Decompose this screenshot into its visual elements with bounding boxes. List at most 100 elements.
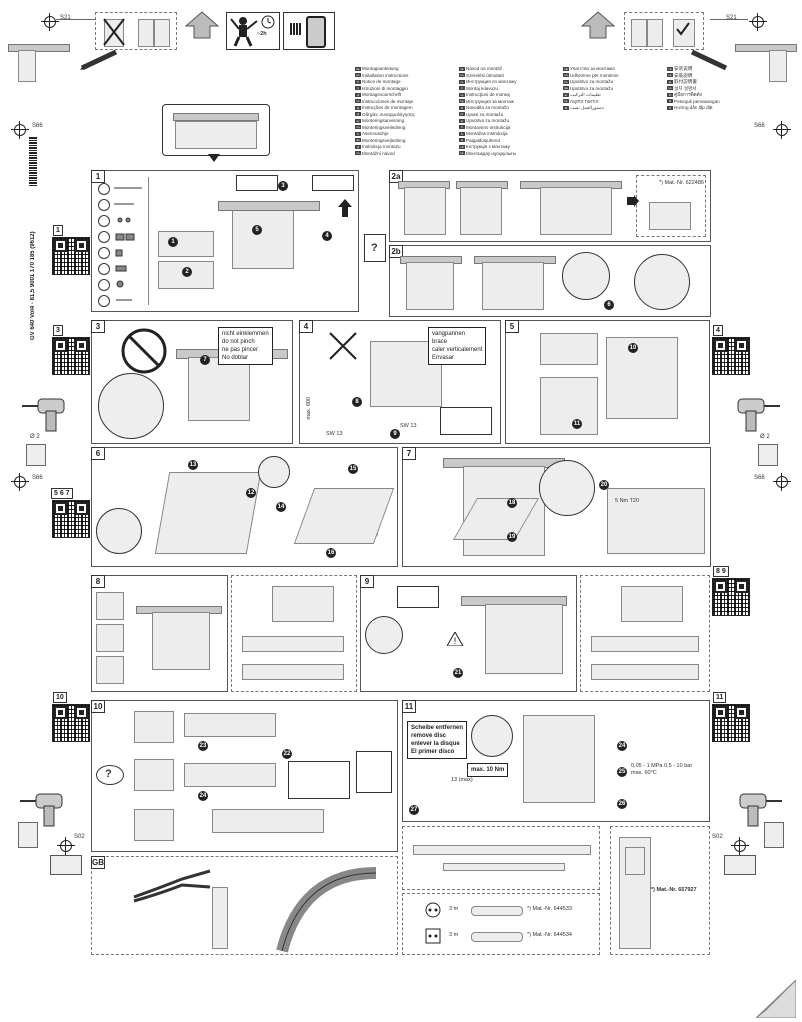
dishwasher-sketch <box>232 207 294 269</box>
language-title: Οδηγίες συναρμολόγησης <box>362 111 415 117</box>
pinch-text-de: nicht einklemmen <box>222 331 269 337</box>
language-title: הוראות התקנה <box>570 98 599 104</box>
icon-panel-no-panel-cabinet <box>95 12 177 50</box>
page-curl-icon <box>756 980 796 1018</box>
language-code: th <box>667 92 673 97</box>
rail-detail <box>212 809 324 833</box>
language-title: Монтаждау нұсқаулығы <box>466 150 517 156</box>
circled-number: 5 <box>252 225 262 235</box>
dimension-line <box>56 19 96 20</box>
circled-number: 3 <box>278 181 288 191</box>
detail-circle <box>471 715 513 757</box>
depth-gauge-right <box>764 822 784 848</box>
circled-number: 16 <box>326 548 336 558</box>
pencil-icon <box>690 49 728 70</box>
language-title: Instrucţiuni de montaj <box>466 92 510 97</box>
hose-length-panel <box>402 826 600 890</box>
pinch-callout: nicht einklemmen do not pinch ne pas pin… <box>218 327 273 365</box>
pinch-text-es: No doblar <box>222 355 249 361</box>
barcode <box>29 136 37 186</box>
socket-icon <box>425 928 441 944</box>
circled-number: 4 <box>322 231 332 241</box>
wrench-size: SW 13 <box>326 431 343 437</box>
circled-number: 8 <box>352 397 362 407</box>
language-code: it <box>355 86 361 91</box>
step-number: 2b <box>389 245 403 258</box>
qr-code-step-10 <box>52 704 90 742</box>
step-number: 10 <box>91 700 105 713</box>
vertical-text-1: vangpannen <box>432 331 466 337</box>
detail-box <box>356 751 392 793</box>
language-title: Инструкция за монтаж <box>466 98 514 104</box>
socket-icon <box>425 902 441 918</box>
detail-circle <box>562 252 610 300</box>
dishwasher-front-box <box>162 104 270 156</box>
extension-hose-sketch <box>471 906 523 916</box>
countertop-sketch <box>218 201 320 211</box>
phone-sketch <box>306 16 326 48</box>
part-number <box>98 279 110 291</box>
registration-label: S66 <box>754 475 765 481</box>
step-number: GB <box>91 856 105 869</box>
qr-label: 5 6 7 <box>51 488 73 499</box>
qr-code-step-5-7 <box>52 500 90 538</box>
circled-number: 10 <box>628 343 638 353</box>
dimension-line <box>710 19 748 20</box>
language-code: fa <box>563 105 569 110</box>
detail-circle <box>539 460 595 516</box>
registration-target <box>11 121 29 139</box>
language-title: Monteringsvejledning <box>362 137 406 143</box>
registration-label: S66 <box>754 123 765 129</box>
language-code: hr <box>459 112 465 117</box>
edge-detail <box>272 586 334 622</box>
qr-code-step-1 <box>52 237 90 275</box>
step-2a-panel: 2a *) Mat.-Nr. 622486 <box>389 170 711 242</box>
edge-detail <box>591 664 699 680</box>
language-code: tr <box>459 86 465 91</box>
door-detail-sketch <box>540 333 598 365</box>
circled-number: 27 <box>409 805 419 815</box>
step-number: 7 <box>402 447 416 460</box>
language-title: Montageanleitung <box>362 66 399 71</box>
step-3-panel: 3 7 nicht einklemmen do not pinch ne pas… <box>91 320 293 444</box>
circled-number: 20 <box>599 480 609 490</box>
language-code: ru <box>459 79 465 84</box>
language-title: Notice de montage <box>362 79 401 84</box>
hose-extension-panel: 3 m *) Mat.-Nr. 644533 3 m *) Mat.-Nr. 6… <box>402 893 600 955</box>
language-code: id <box>667 99 673 104</box>
language-title: Montāžas instrukcija <box>466 131 508 136</box>
language-code: lv <box>459 131 465 136</box>
clip-sketch <box>649 202 691 230</box>
phone-qr-box <box>283 12 335 50</box>
qr-code-step-8-9 <box>712 578 750 616</box>
language-code: nl <box>355 92 361 97</box>
qr-label: 1 <box>53 225 63 236</box>
language-code: pl <box>355 144 361 149</box>
language-title: Udhëzime për montimin <box>570 72 619 78</box>
registration-label: S66 <box>32 475 43 481</box>
side-door-panel: *) Mat.-Nr. 657927 <box>610 826 710 955</box>
drill-icon <box>20 793 63 827</box>
circled-number: 25 <box>617 767 627 777</box>
circled-number: 12 <box>246 488 256 498</box>
language-code: no <box>355 125 361 130</box>
cross-icon <box>103 18 125 46</box>
depth-gauge-right <box>758 444 778 466</box>
svg-text:!: ! <box>454 636 457 646</box>
circled-number: 7 <box>200 355 210 365</box>
step-number: 11 <box>402 700 416 713</box>
step-10-panel: 10 ? 22 23 24 <box>91 700 398 852</box>
length-label: 3 m <box>449 906 459 912</box>
question-mark: ? <box>371 242 378 254</box>
language-title: Upute za montažu <box>466 111 504 117</box>
cabinet-sketch <box>404 187 446 235</box>
language-title: Navodila za montažo <box>466 105 509 110</box>
circled-number: 14 <box>276 502 286 512</box>
